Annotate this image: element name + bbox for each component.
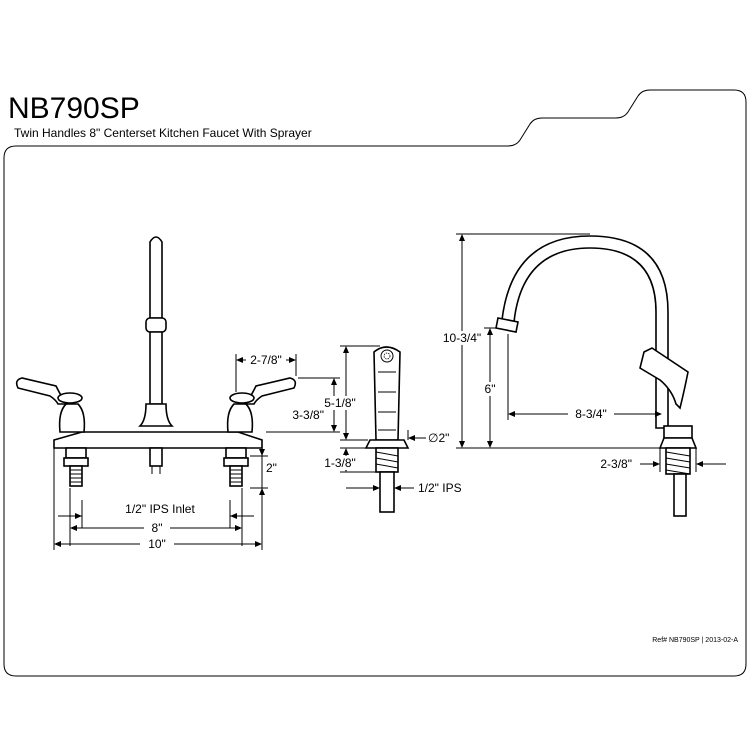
sprayer-shank-label: 1-3/8": [324, 456, 356, 470]
sprayer-thread-label: 1/2" IPS: [418, 481, 462, 495]
overall-height-label: 10-3/4": [443, 331, 481, 345]
reference-code: Ref# NB790SP | 2013-02-A: [652, 637, 738, 644]
overall-width-label: 10": [148, 537, 166, 551]
centerset-label: 8": [152, 521, 163, 535]
model-number: NB790SP: [8, 92, 140, 125]
sprayer-height-label: 5-1/8": [324, 396, 356, 410]
sprayer: [364, 346, 410, 513]
front-view-faucet: [15, 236, 297, 487]
left-handle: [15, 377, 86, 433]
sprayer-dimensions: 5-1/8" ∅2" 1-3/8" 1/2" IPS: [316, 345, 462, 498]
front-view-dimensions: 2-7/8" 3-3/8" 2" 1/2" IPS Inlet 8" 10": [53, 352, 340, 551]
spout-reach-label: 8-3/4": [575, 407, 607, 421]
spout-height-label: 6": [485, 382, 496, 396]
product-description: Twin Handles 8" Centerset Kitchen Faucet…: [14, 126, 312, 140]
sheet-border: [3, 89, 747, 677]
side-view-dimensions: 10-3/4" 6" 8-3/4" 2-3/8": [436, 233, 726, 472]
shank-length-label: 2": [266, 461, 277, 475]
base-depth-label: 2-3/8": [600, 457, 632, 471]
handle-height-label: 3-3/8": [292, 408, 324, 422]
side-view-faucet: [495, 235, 698, 517]
handle-width-label: 2-7/8": [250, 353, 282, 367]
sprayer-diameter-label: ∅2": [428, 431, 449, 445]
right-handle: [226, 377, 297, 433]
inlet-label: 1/2" IPS Inlet: [125, 502, 195, 516]
